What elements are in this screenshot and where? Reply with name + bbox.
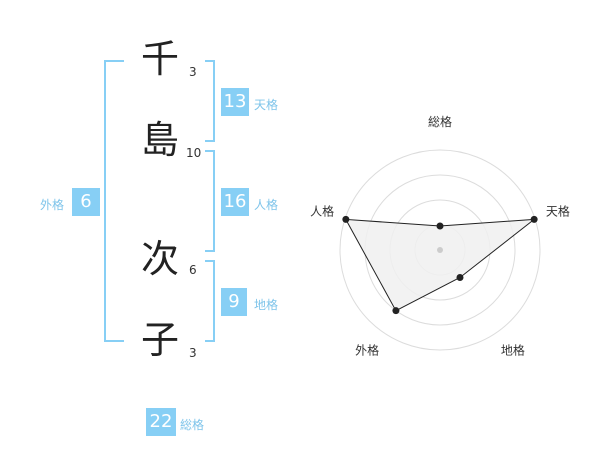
gaikaku-label: 外格 <box>40 198 65 212</box>
radar-area <box>344 218 536 312</box>
tenkaku-bracket <box>205 60 215 142</box>
radar-point <box>342 215 350 223</box>
radar-axis-label: 総格 <box>428 114 452 129</box>
chikaku-label: 地格 <box>254 298 279 312</box>
chikaku-bracket <box>205 260 215 342</box>
tenkaku-value-badge: 13 <box>221 88 249 116</box>
radar-point <box>456 274 464 282</box>
tenkaku-label: 天格 <box>254 98 279 112</box>
jinkaku-label: 人格 <box>254 198 279 212</box>
radar-axis-label: 人格 <box>310 204 334 219</box>
name-char-2: 島 <box>141 118 180 162</box>
name-char-4: 子 <box>141 318 180 362</box>
stroke-count-4: 3 <box>189 346 197 360</box>
radar-point <box>392 307 400 315</box>
radar-axis-label: 天格 <box>546 204 570 219</box>
radar-point <box>530 215 538 223</box>
chikaku-value-badge: 9 <box>221 288 247 316</box>
name-char-1: 千 <box>141 37 180 81</box>
stroke-count-1: 3 <box>189 65 197 79</box>
radar-point <box>436 222 444 230</box>
jinkaku-value-badge: 16 <box>221 188 249 216</box>
radar-axis-label: 外格 <box>355 342 379 357</box>
gaikaku-bracket <box>104 60 124 342</box>
stroke-count-3: 6 <box>189 263 197 277</box>
jinkaku-bracket <box>205 150 215 252</box>
soukaku-label: 総格 <box>180 418 205 432</box>
radar-center-dot <box>437 247 443 253</box>
radar-axis-label: 地格 <box>501 342 525 357</box>
radar-ring <box>339 149 541 351</box>
stroke-count-2: 10 <box>186 146 202 160</box>
soukaku-value-badge: 22 <box>146 408 176 436</box>
gaikaku-value-badge: 6 <box>72 188 100 216</box>
name-char-3: 次 <box>141 237 180 281</box>
